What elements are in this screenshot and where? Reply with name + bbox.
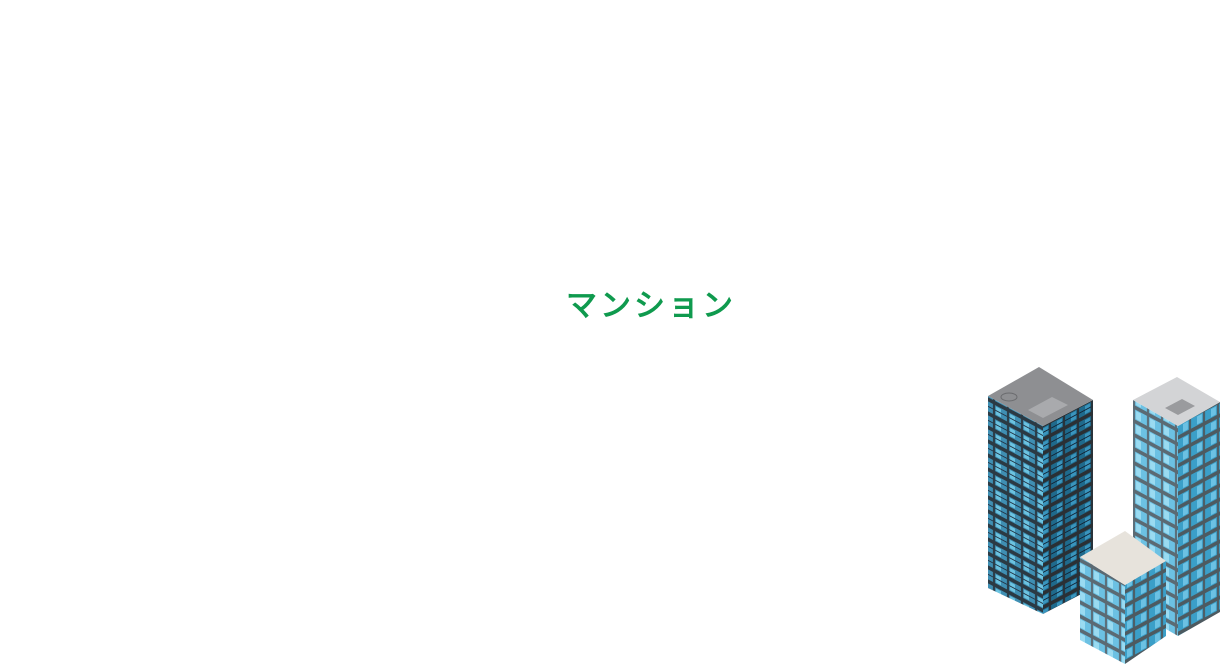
page-heading: マンション (566, 288, 736, 324)
left-tower (988, 367, 1093, 614)
small-building (1080, 531, 1166, 664)
